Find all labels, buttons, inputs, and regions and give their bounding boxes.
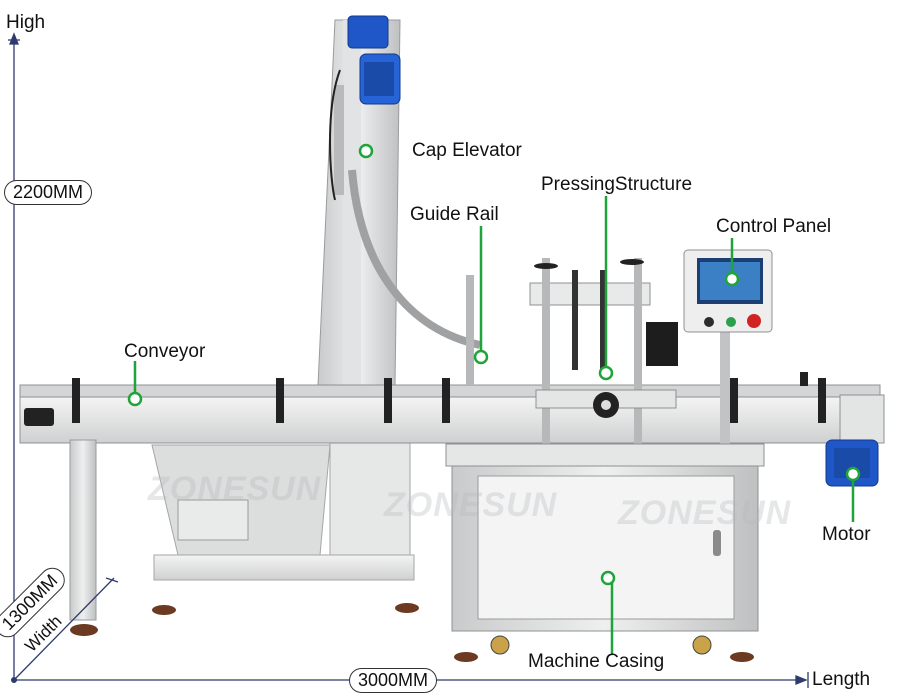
guide-rail-label: Guide Rail <box>410 204 499 225</box>
height-value-label: 2200MM <box>4 180 93 205</box>
conveyor-body <box>19 384 885 444</box>
pressing-structure-label: PressingStructure <box>541 174 693 195</box>
pressing-structure <box>466 258 678 458</box>
length-axis-label: Length <box>812 669 871 690</box>
height-axis-label: High <box>6 12 46 33</box>
callout-dots <box>127 143 861 586</box>
watermark-1: ZONESUN <box>148 470 322 508</box>
cap-elevator-column <box>317 19 481 386</box>
elevator-motor <box>329 15 401 201</box>
cap-elevator-label: Cap Elevator <box>412 140 522 161</box>
conveyor-label: Conveyor <box>124 341 206 362</box>
length-value-label: 3000MM <box>349 668 438 693</box>
machine-casing-label: Machine Casing <box>528 651 665 672</box>
watermark-3: ZONESUN <box>618 494 792 532</box>
machine-casing-cabinet <box>445 443 765 662</box>
motor-label: Motor <box>822 524 871 545</box>
control-panel-label: Control Panel <box>716 216 832 237</box>
watermark-2: ZONESUN <box>384 486 558 524</box>
